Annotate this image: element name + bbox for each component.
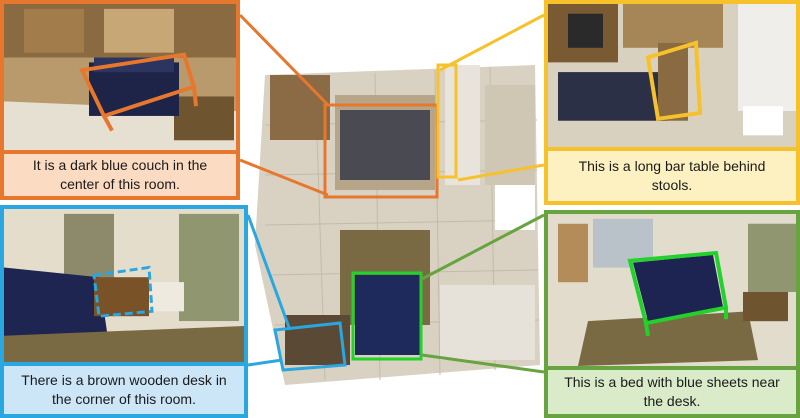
couch-panel: It is a dark blue couch in the center of… (0, 0, 240, 200)
desk-photo (4, 209, 244, 366)
couch-photo (4, 4, 236, 154)
couch-caption: It is a dark blue couch in the center of… (4, 154, 236, 196)
bar-table-photo (548, 4, 796, 151)
bed-photo (548, 214, 796, 370)
bed-caption: This is a bed with blue sheets near the … (548, 370, 796, 414)
desk-caption: There is a brown wooden desk in the corn… (4, 366, 244, 414)
desk-panel: There is a brown wooden desk in the corn… (0, 205, 248, 418)
bed-panel: This is a bed with blue sheets near the … (544, 210, 800, 418)
bar-table-panel: This is a long bar table behind stools. (544, 0, 800, 205)
scene-reconstruction (245, 45, 545, 390)
bar-table-caption: This is a long bar table behind stools. (548, 151, 796, 201)
